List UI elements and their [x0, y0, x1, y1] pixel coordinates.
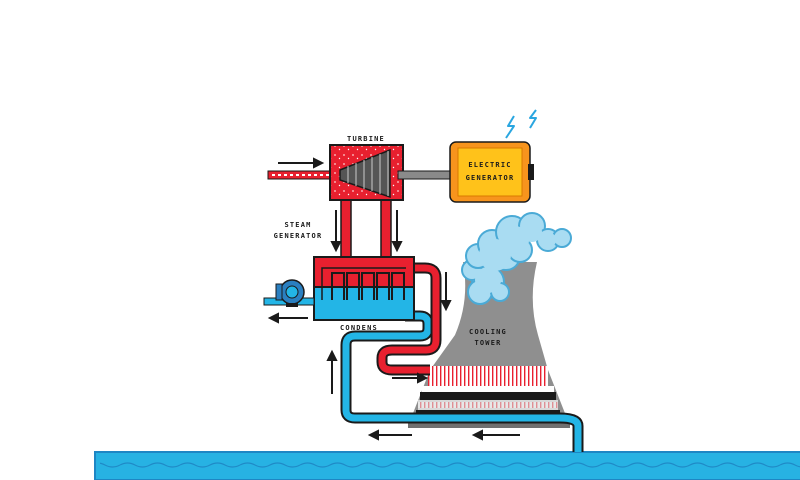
river: [94, 451, 800, 480]
flow-arrow-icon: [267, 157, 520, 441]
steam-generator: [313, 256, 415, 321]
lightning-bolt-icon: [505, 109, 537, 139]
steam-generator-label-line2: GENERATOR: [274, 232, 323, 240]
generator-shaft: [397, 170, 451, 180]
condenser-label: CONDENS: [340, 324, 378, 332]
pump-icon: [263, 279, 315, 307]
electric-generator: [449, 141, 534, 203]
generator-label-line1: ELECTRIC: [468, 161, 511, 169]
turbine-label: TURBINE: [347, 135, 385, 143]
steam-generator-label-line1: STEAM: [284, 221, 311, 229]
cooling-tower-label-line2: TOWER: [474, 339, 501, 347]
cooling-tower-label-line1: COOLING: [469, 328, 507, 336]
generator-label-line2: GENERATOR: [466, 174, 515, 182]
steam-cloud-fill: [475, 222, 556, 293]
steam-pipes: [340, 199, 392, 259]
turbine: [329, 144, 404, 201]
